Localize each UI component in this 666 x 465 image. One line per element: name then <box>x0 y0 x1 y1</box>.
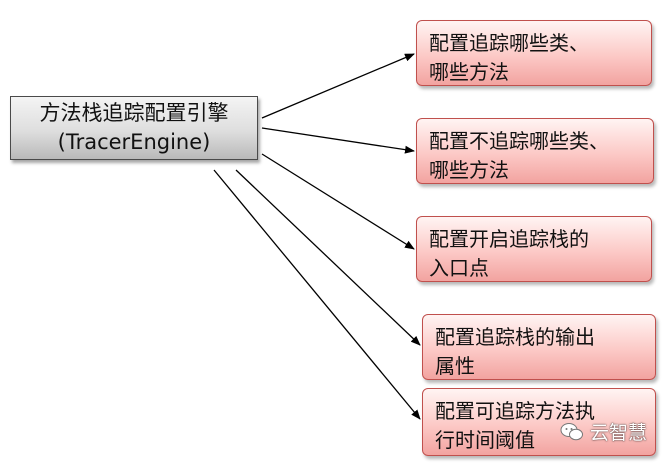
item-text-line: 配置追踪栈的输出 <box>435 325 595 349</box>
item-text-line: 行时间阈值 <box>435 428 535 452</box>
config-item-output-properties: 配置追踪栈的输出 属性 <box>422 314 656 380</box>
item-text-line: 属性 <box>435 354 475 378</box>
arrow-to-item-1 <box>261 53 415 119</box>
config-item-exclude-classes: 配置不追踪哪些类、 哪些方法 <box>416 118 654 184</box>
config-item-trace-classes: 配置追踪哪些类、 哪些方法 <box>416 20 652 86</box>
arrow-to-item-5 <box>213 169 421 420</box>
watermark: 云智慧 <box>560 418 647 445</box>
engine-subtitle: (TracerEngine) <box>57 130 211 154</box>
item-text-line: 哪些方法 <box>429 158 509 182</box>
engine-box: 方法栈追踪配置引擎 (TracerEngine) <box>10 96 258 160</box>
wechat-icon <box>560 422 583 440</box>
config-item-time-threshold: 配置可追踪方法执 行时间阈值 <box>422 388 656 456</box>
item-text-line: 配置可追踪方法执 <box>435 399 595 423</box>
item-text-line: 配置追踪哪些类、 <box>429 31 589 55</box>
item-text-line: 配置开启追踪栈的 <box>429 227 589 251</box>
engine-title: 方法栈追踪配置引擎 <box>39 101 229 125</box>
arrow-to-item-4 <box>235 169 421 346</box>
config-item-entry-point: 配置开启追踪栈的 入口点 <box>416 216 652 282</box>
item-text-line: 哪些方法 <box>429 60 509 84</box>
item-text-line: 配置不追踪哪些类、 <box>429 129 609 153</box>
arrow-to-item-2 <box>261 127 415 154</box>
watermark-label: 云智慧 <box>590 422 648 444</box>
item-text-line: 入口点 <box>429 256 489 280</box>
arrow-to-item-3 <box>261 153 415 250</box>
